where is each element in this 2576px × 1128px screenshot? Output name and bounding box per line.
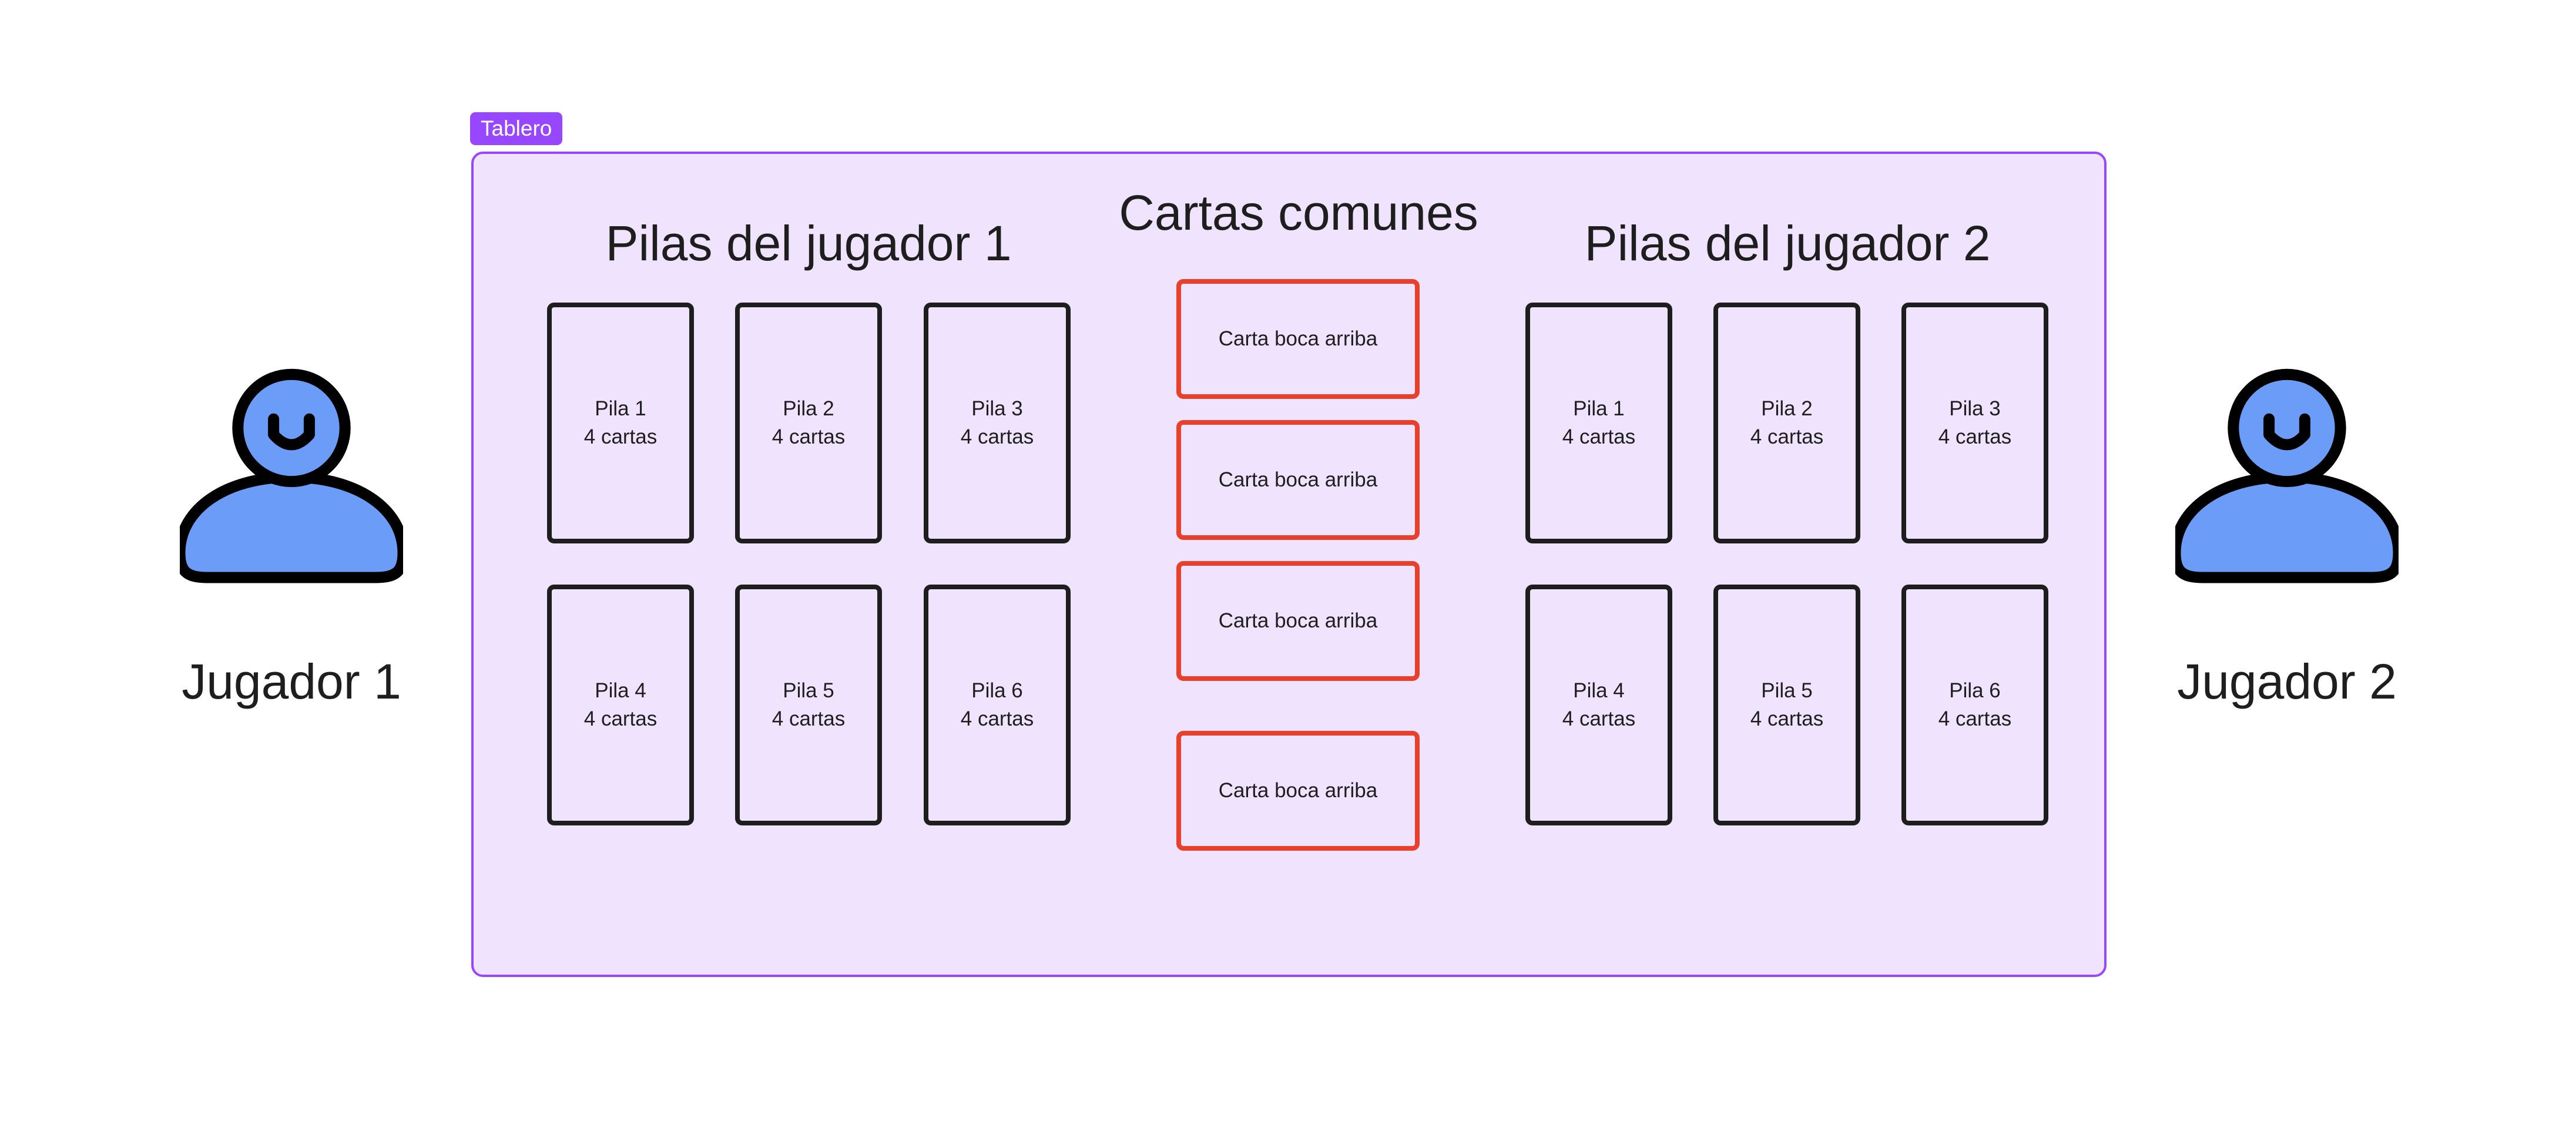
player-2-pile-3[interactable]: Pila 3 4 cartas [1901, 303, 2048, 543]
pile-count: 4 cartas [1750, 425, 1824, 448]
player-1-pile-2[interactable]: Pila 2 4 cartas [735, 303, 882, 543]
pile-count: 4 cartas [583, 425, 658, 448]
player-1-piles-title: Pilas del jugador 1 [605, 216, 1012, 271]
player-1-pile-4[interactable]: Pila 4 4 cartas [547, 585, 694, 825]
player-2-pile-2[interactable]: Pila 2 4 cartas [1713, 303, 1860, 543]
pile-name: Pila 6 [1949, 679, 2001, 702]
pile-name: Pila 3 [971, 397, 1023, 420]
pile-name: Pila 5 [783, 679, 834, 702]
player-2-pile-4[interactable]: Pila 4 4 cartas [1525, 585, 1672, 825]
pile-name: Pila 1 [595, 397, 646, 420]
pile-count: 4 cartas [1938, 425, 2012, 448]
pile-name: Pila 4 [1573, 679, 1625, 702]
common-card-2[interactable]: Carta boca arriba [1176, 420, 1420, 540]
common-cards-title: Cartas comunes [1119, 185, 1478, 240]
player-1-user-icon [180, 368, 403, 583]
pile-name: Pila 3 [1949, 397, 2001, 420]
player-1-label: Jugador 1 [182, 654, 401, 709]
player-2-label: Jugador 2 [2177, 654, 2397, 709]
pile-count: 4 cartas [960, 425, 1034, 448]
pile-count: 4 cartas [772, 425, 846, 448]
pile-count: 4 cartas [772, 707, 846, 730]
common-card-3[interactable]: Carta boca arriba [1176, 561, 1420, 681]
pile-name: Pila 2 [783, 397, 834, 420]
pile-count: 4 cartas [1938, 707, 2012, 730]
pile-count: 4 cartas [960, 707, 1034, 730]
pile-name: Pila 1 [1573, 397, 1625, 420]
player-1-pile-3[interactable]: Pila 3 4 cartas [924, 303, 1071, 543]
player-1-pile-6[interactable]: Pila 6 4 cartas [924, 585, 1071, 825]
pile-count: 4 cartas [583, 707, 658, 730]
pile-count: 4 cartas [1750, 707, 1824, 730]
frame-label-tag[interactable]: Tablero [470, 112, 563, 145]
pile-name: Pila 6 [971, 679, 1023, 702]
pile-count: 4 cartas [1562, 707, 1636, 730]
player-2-piles-title: Pilas del jugador 2 [1584, 216, 1991, 271]
common-card-1[interactable]: Carta boca arriba [1176, 279, 1420, 399]
pile-name: Pila 4 [595, 679, 646, 702]
player-2-user-icon [2175, 368, 2399, 583]
player-1-pile-5[interactable]: Pila 5 4 cartas [735, 585, 882, 825]
player-2-pile-1[interactable]: Pila 1 4 cartas [1525, 303, 1672, 543]
pile-name: Pila 2 [1761, 397, 1813, 420]
player-1-pile-1[interactable]: Pila 1 4 cartas [547, 303, 694, 543]
common-card-4[interactable]: Carta boca arriba [1176, 731, 1420, 851]
pile-count: 4 cartas [1562, 425, 1636, 448]
player-2-pile-6[interactable]: Pila 6 4 cartas [1901, 585, 2048, 825]
player-2-pile-5[interactable]: Pila 5 4 cartas [1713, 585, 1860, 825]
pile-name: Pila 5 [1761, 679, 1813, 702]
